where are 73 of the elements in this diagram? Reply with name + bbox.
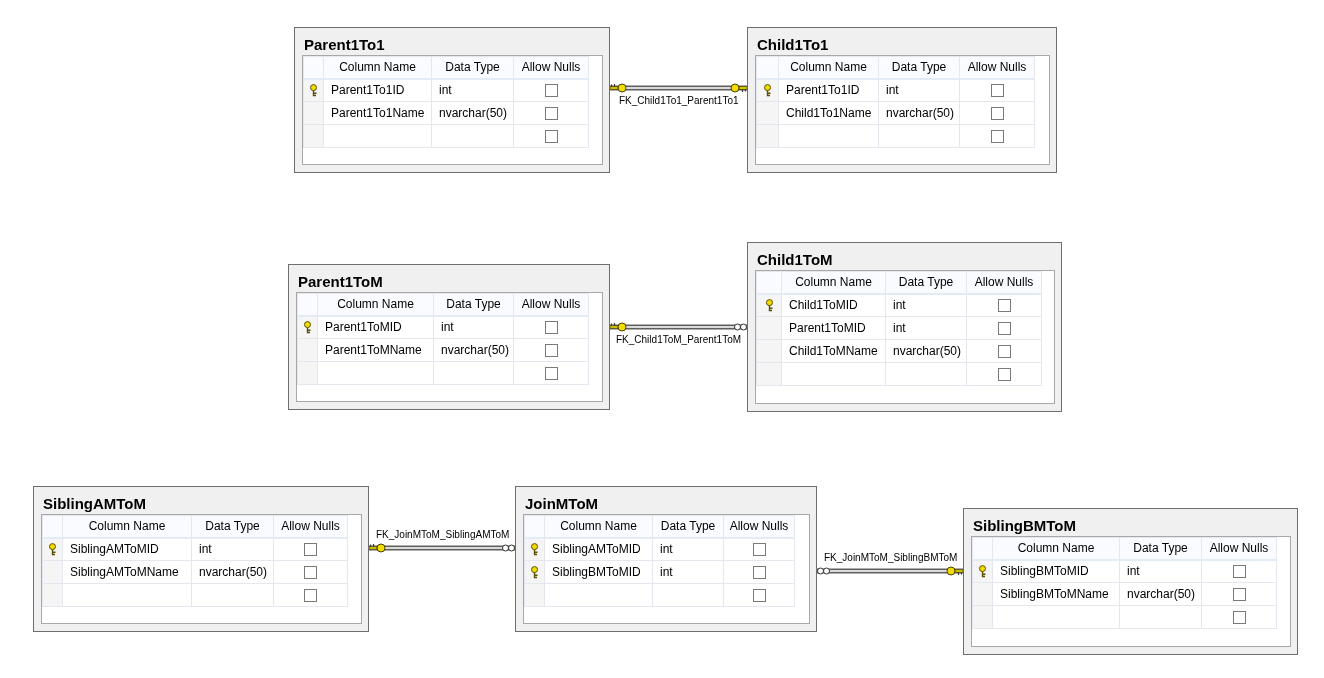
column-header: Column Name <box>992 537 1120 560</box>
table-cell: Parent1ToMID <box>781 316 886 340</box>
table-cell: nvarchar(50) <box>191 560 274 584</box>
table-title: Child1To1 <box>757 36 829 54</box>
table-cell: Parent1To1Name <box>323 101 432 125</box>
table-cell: Parent1ToMName <box>317 338 434 362</box>
table-cell: Parent1ToMID <box>317 315 434 339</box>
column-header: Data Type <box>431 56 514 79</box>
table-cell: int <box>878 78 960 102</box>
column-header: Allow Nulls <box>966 271 1042 294</box>
column-header: Allow Nulls <box>1201 537 1277 560</box>
column-header: Allow Nulls <box>513 293 589 316</box>
table-cell: Child1ToMName <box>781 339 886 363</box>
table-cell: SiblingBMToMID <box>992 559 1120 583</box>
table-cell: nvarchar(50) <box>885 339 967 363</box>
table-cell: nvarchar(50) <box>433 338 514 362</box>
column-header: Allow Nulls <box>273 515 348 538</box>
relationship-line <box>368 543 515 553</box>
column-header: Data Type <box>878 56 960 79</box>
table-panel <box>288 264 610 410</box>
table-cell: int <box>652 560 724 584</box>
table-cell: SiblingBMToMID <box>544 560 653 584</box>
table-cell: int <box>191 537 274 561</box>
edge-label: FK_JoinMToM_SiblingAMToM <box>375 529 511 541</box>
table-cell: nvarchar(50) <box>878 101 960 125</box>
table-cell: nvarchar(50) <box>1119 582 1202 606</box>
column-header: Allow Nulls <box>513 56 589 79</box>
column-header: Data Type <box>652 515 724 538</box>
column-header: Data Type <box>1119 537 1202 560</box>
column-header: Column Name <box>778 56 879 79</box>
edge-label: FK_Child1To1_Parent1To1 <box>618 95 740 107</box>
column-header: Column Name <box>544 515 653 538</box>
column-header: Allow Nulls <box>723 515 795 538</box>
table-panel <box>294 27 610 173</box>
table-cell: SiblingAMToMID <box>62 537 192 561</box>
relationship-line <box>817 566 964 576</box>
column-header: Column Name <box>62 515 192 538</box>
table-title: SiblingAMToM <box>43 495 147 513</box>
table-cell: int <box>652 537 724 561</box>
table-cell: int <box>885 316 967 340</box>
relationship-line <box>609 83 748 93</box>
table-panel <box>747 242 1062 412</box>
column-header: Data Type <box>191 515 274 538</box>
table-cell: SiblingAMToMID <box>544 537 653 561</box>
table-cell: Parent1To1ID <box>323 78 432 102</box>
table-cell: int <box>431 78 514 102</box>
column-header: Allow Nulls <box>959 56 1035 79</box>
table-cell: nvarchar(50) <box>431 101 514 125</box>
table-panel <box>33 486 369 632</box>
table-cell: Parent1To1ID <box>778 78 879 102</box>
column-header: Column Name <box>323 56 432 79</box>
table-title: Parent1ToM <box>298 273 383 291</box>
edge-label: FK_Child1ToM_Parent1ToM <box>615 334 743 346</box>
column-header: Column Name <box>781 271 886 294</box>
column-header: Data Type <box>885 271 967 294</box>
table-cell: SiblingAMToMName <box>62 560 192 584</box>
column-header: Column Name <box>317 293 434 316</box>
table-cell: Child1To1Name <box>778 101 879 125</box>
table-cell: Child1ToMID <box>781 293 886 317</box>
table-panel <box>747 27 1057 173</box>
relationship-line <box>609 322 747 332</box>
table-title: Parent1To1 <box>304 36 385 54</box>
edge-label: FK_JoinMToM_SiblingBMToM <box>823 552 959 564</box>
table-title: SiblingBMToM <box>973 517 1077 535</box>
table-cell: int <box>433 315 514 339</box>
table-cell: int <box>1119 559 1202 583</box>
table-title: JoinMToM <box>525 495 599 513</box>
table-panel <box>963 508 1298 655</box>
table-panel <box>515 486 817 632</box>
table-cell: int <box>885 293 967 317</box>
table-title: Child1ToM <box>757 251 833 269</box>
column-header: Data Type <box>433 293 514 316</box>
table-cell: SiblingBMToMName <box>992 582 1120 606</box>
